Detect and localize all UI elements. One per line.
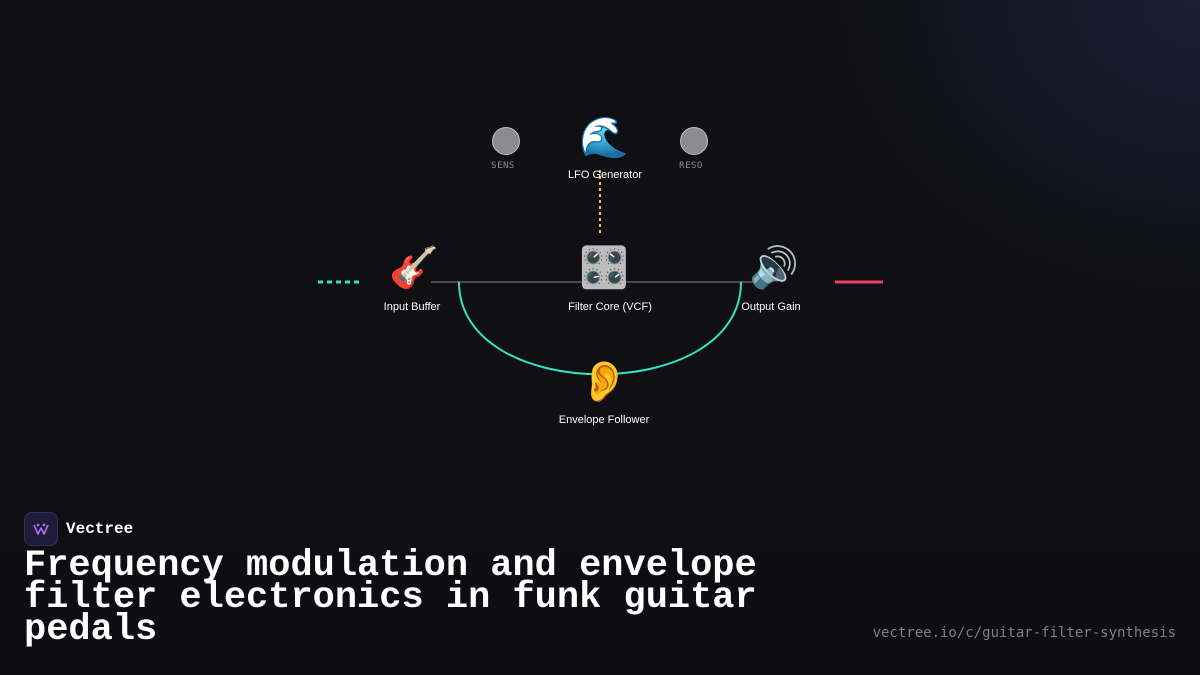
- wave-icon: 🌊: [579, 116, 629, 160]
- page-title: Frequency modulation and envelope filter…: [24, 545, 757, 651]
- brand-name: Vectree: [66, 520, 134, 538]
- sens-knob-label: SENS: [491, 161, 515, 171]
- reso-knob-label: RESO: [679, 161, 703, 171]
- reso-knob[interactable]: [680, 127, 708, 155]
- speaker-icon: 🔊: [749, 246, 799, 290]
- vectree-logo-icon: [24, 512, 58, 546]
- output-gain-label: Output Gain: [741, 301, 801, 313]
- envelope-path: [458, 281, 742, 376]
- lfo-generator-label: LFO Generator: [568, 169, 642, 181]
- input-buffer-label: Input Buffer: [383, 301, 441, 313]
- ear-icon: 👂: [579, 360, 629, 404]
- filter-core-label: Filter Core (VCF): [568, 301, 652, 313]
- control-knobs-icon: 🎛️: [579, 246, 629, 290]
- sens-knob[interactable]: [492, 127, 520, 155]
- envelope-follower-label: Envelope Follower: [558, 414, 650, 426]
- vectree-logo-mark: [33, 523, 49, 535]
- guitar-icon: 🎸: [389, 246, 439, 290]
- page-url[interactable]: vectree.io/c/guitar-filter-synthesis: [872, 625, 1176, 641]
- brand[interactable]: Vectree: [24, 512, 133, 546]
